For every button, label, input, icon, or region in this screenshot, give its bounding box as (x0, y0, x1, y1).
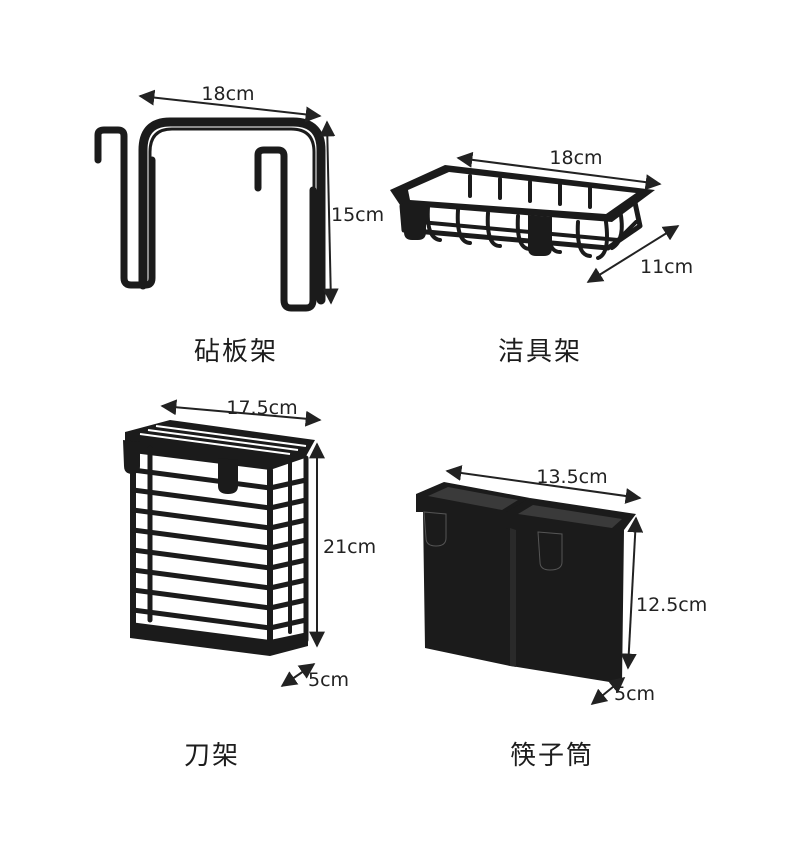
chopstick-holder-height-label: 12.5cm (636, 594, 707, 616)
knife-rack-height-dimension: 21cm (309, 442, 376, 648)
chopstick-holder-caption: 筷子筒 (509, 741, 594, 771)
chopstick-holder-height-dimension: 12.5cm (620, 516, 707, 670)
cutting-board-rack-width-dimension: 18cm (138, 83, 322, 123)
knife-rack-illustration (123, 420, 315, 656)
cutting-board-rack-caption: 砧板架 (193, 337, 278, 367)
knife-rack-width-dimension: 17.5cm (160, 397, 322, 427)
knife-rack-depth-label: 5cm (308, 669, 349, 691)
chopstick-holder-width-label: 13.5cm (536, 466, 607, 488)
knife-rack-depth-dimension: 5cm (280, 663, 349, 691)
cleaning-rack-width-dimension: 18cm (456, 147, 662, 191)
cutting-board-rack-height-label: 15cm (331, 204, 384, 226)
knife-rack-caption: 刀架 (183, 741, 240, 771)
cleaning-rack-caption: 洁具架 (497, 337, 582, 367)
cleaning-rack-depth-label: 11cm (640, 256, 693, 278)
cutting-board-rack-illustration (94, 117, 326, 312)
chopstick-holder-width-dimension: 13.5cm (445, 465, 642, 504)
knife-rack-height-label: 21cm (323, 536, 376, 558)
cleaning-rack-width-label: 18cm (549, 147, 602, 169)
chopstick-holder-depth-label: 5cm (614, 683, 655, 705)
chopstick-holder-illustration (416, 482, 636, 684)
cutting-board-rack-height-dimension: 15cm (319, 120, 384, 305)
cleaning-rack-depth-dimension: 11cm (586, 225, 693, 283)
knife-rack-width-label: 17.5cm (226, 397, 297, 419)
cutting-board-rack-width-label: 18cm (201, 83, 254, 105)
chopstick-holder-depth-dimension: 5cm (590, 676, 655, 706)
